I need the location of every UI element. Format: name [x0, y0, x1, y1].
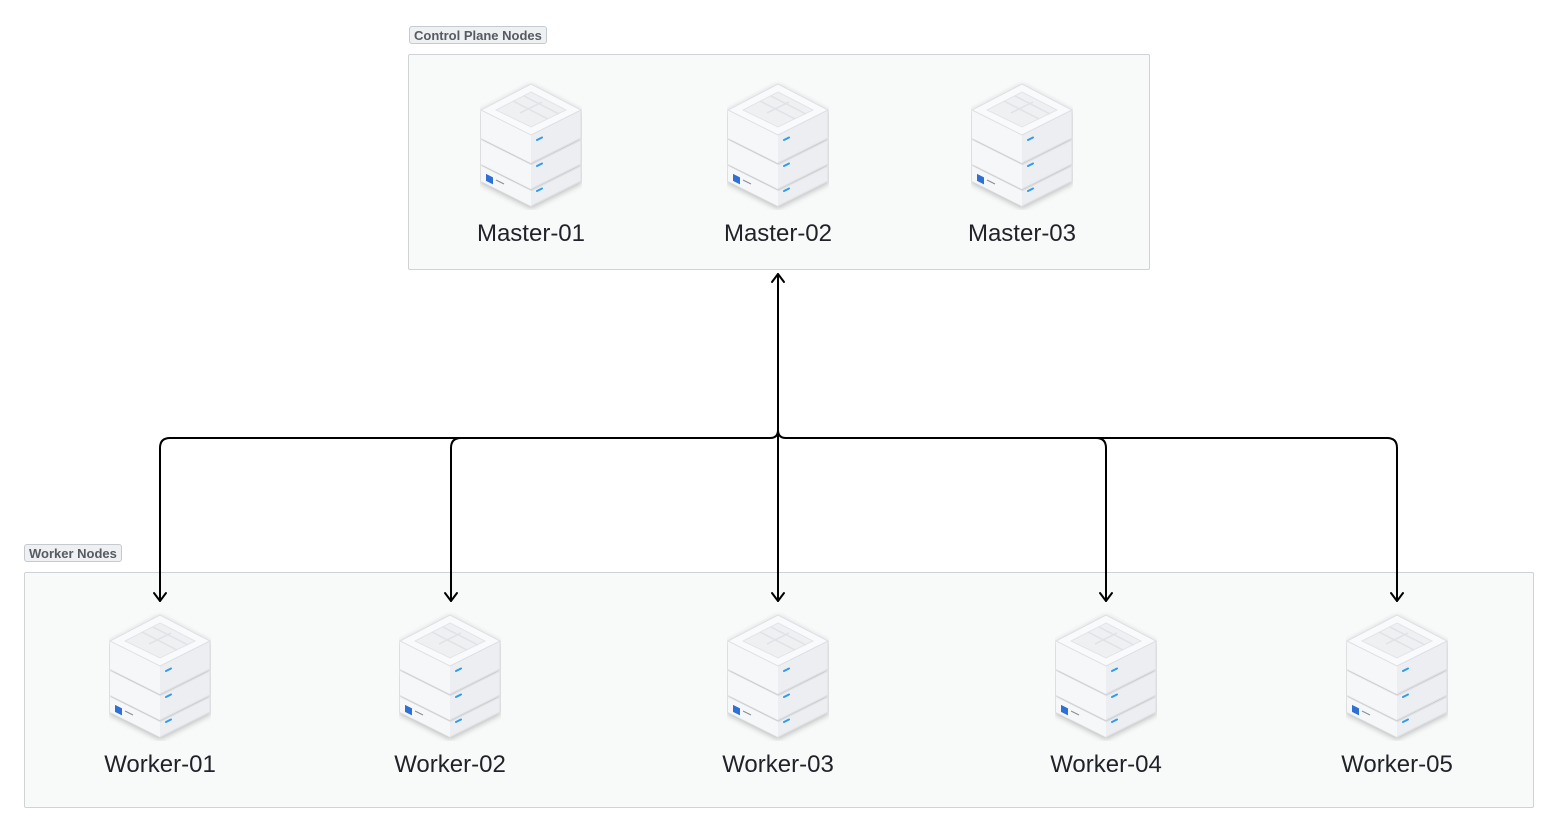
server-icon	[1346, 609, 1448, 741]
node-label: Master-01	[476, 220, 586, 247]
node-worker-03[interactable]: Worker-03	[708, 609, 848, 778]
server-icon	[971, 78, 1073, 210]
node-master-03[interactable]: Master-03	[952, 78, 1092, 247]
node-label: Worker-01	[104, 751, 216, 778]
server-icon	[727, 78, 829, 210]
node-master-01[interactable]: Master-01	[461, 78, 601, 247]
trunk-join-left	[769, 429, 779, 439]
arrow-up-master	[771, 273, 785, 283]
node-label: Worker-03	[722, 751, 834, 778]
node-label: Worker-05	[1341, 751, 1453, 778]
server-icon	[109, 609, 211, 741]
server-icon	[1055, 609, 1157, 741]
node-master-02[interactable]: Master-02	[708, 78, 848, 247]
worker-group-label: Worker Nodes	[24, 544, 122, 562]
node-worker-02[interactable]: Worker-02	[380, 609, 520, 778]
node-label: Worker-02	[394, 751, 506, 778]
trunk-join-right	[777, 429, 787, 439]
server-icon	[727, 609, 829, 741]
node-worker-01[interactable]: Worker-01	[90, 609, 230, 778]
control-plane-group-label: Control Plane Nodes	[409, 26, 547, 44]
node-label: Master-03	[967, 220, 1077, 247]
server-icon	[399, 609, 501, 741]
server-icon	[480, 78, 582, 210]
node-label: Worker-04	[1050, 751, 1162, 778]
node-label: Master-02	[723, 220, 833, 247]
node-worker-05[interactable]: Worker-05	[1327, 609, 1467, 778]
node-worker-04[interactable]: Worker-04	[1036, 609, 1176, 778]
